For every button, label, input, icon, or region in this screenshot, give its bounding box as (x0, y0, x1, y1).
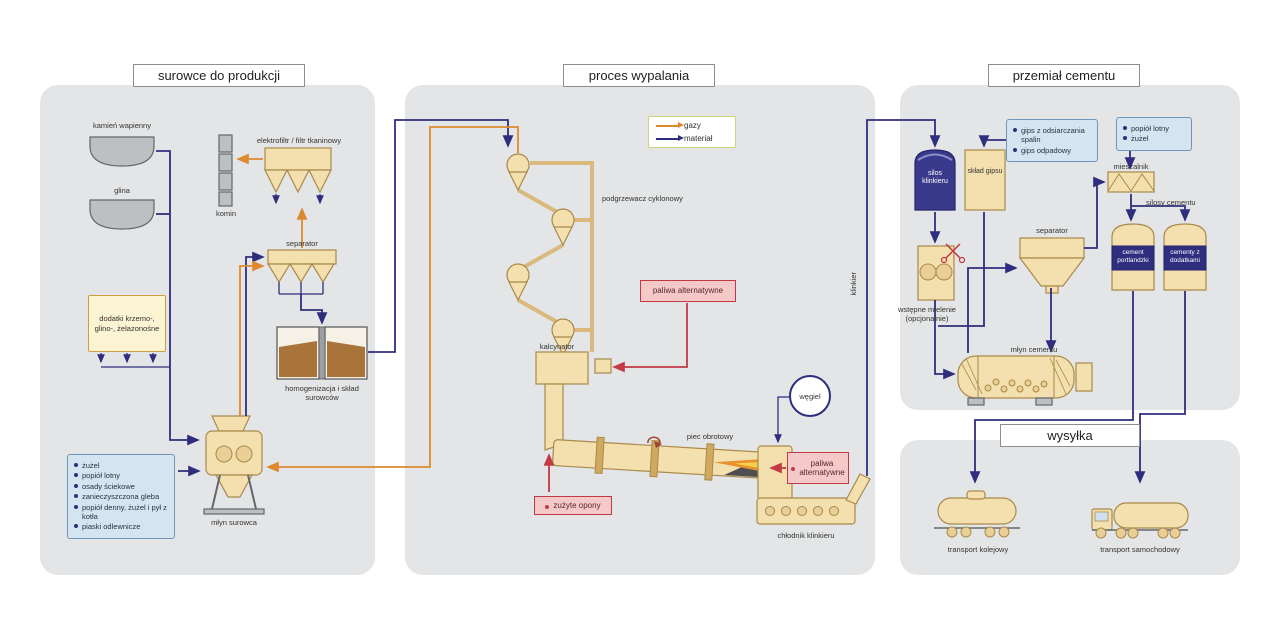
additives-box: dodatki krzemo-, glino-, żelazonośne (88, 295, 166, 352)
clinker-silo-label: silos klinkieru (922, 170, 948, 186)
list-item: popiół lotny (1123, 124, 1185, 133)
used-tires-label: zużyte opony (553, 500, 601, 510)
bullet-icon (74, 463, 78, 467)
cooler-label: chłodnik klinkieru (777, 531, 835, 540)
used-tires-box: zużyte opony (534, 496, 612, 515)
alt-raw-materials-box: żużel popiół lotny osady ściekowe zaniec… (67, 454, 175, 539)
title-raw-materials: surowce do produkcji (133, 64, 305, 87)
bullet-icon (1123, 136, 1127, 141)
list-item: gips z odsiarczania spalin (1013, 126, 1091, 145)
cement-mill-label: młyn cementu (1010, 345, 1058, 354)
list-item-label: popiół denny, żużel i pył z kotła (82, 502, 167, 521)
gypsum-store-label: skład gipsu (967, 168, 1003, 175)
homogenization-label: homogenizacja i skład surowców (285, 384, 359, 402)
pre-grinding-label: wstępne mielenie (opcjonalnie) (898, 305, 956, 323)
silo-portland-label: cement portlandzki (1117, 249, 1149, 264)
alt-fuels-label: paliwa alternatywne (652, 286, 724, 296)
bullet-icon (74, 524, 78, 529)
rail-transport-label: transport kolejowy (947, 545, 1009, 554)
list-item-label: gips z odsiarczania spalin (1021, 126, 1085, 145)
title-firing: proces wypalania (563, 64, 715, 87)
cement-separator-label: separator (1036, 226, 1068, 235)
limestone-label: kamień wapienny (93, 121, 151, 130)
list-item-label: gips odpadowy (1021, 145, 1072, 155)
list-item-label: popiół lotny (82, 471, 120, 481)
bullet-icon (74, 504, 78, 509)
list-item-label: osady ściekowe (82, 481, 135, 491)
clinker-label: klinkier (849, 272, 858, 296)
panel-firing (405, 85, 875, 575)
raw-separator-label: separator (286, 239, 318, 248)
kiln-label: piec obrotowy (686, 432, 734, 441)
cement-silos-label: silosy cementu (1146, 198, 1196, 207)
list-item: zanieczyszczona gleba (74, 492, 168, 501)
list-item-label: piaski odlewnicze (82, 522, 141, 532)
title-shipping: wysyłka (1000, 424, 1140, 447)
bullet-icon (74, 494, 78, 499)
bullet-icon (1013, 128, 1017, 132)
list-item: popiół lotny (74, 471, 168, 480)
legend-gas-row: gazy (656, 121, 728, 130)
mixer-label: mieszalnik (1113, 162, 1149, 171)
bullet-icon (74, 473, 78, 478)
preheater-label: podgrzewacz cyklonowy (602, 194, 683, 203)
list-item-label: żużel (82, 461, 100, 470)
alt-fuels-calciner-box: paliwa alternatywne (640, 280, 736, 302)
raw-mill-label: młyn surowca (211, 518, 257, 527)
list-item-label: zanieczyszczona gleba (82, 492, 160, 502)
bullet-icon (1013, 147, 1017, 152)
bullet-icon (545, 504, 550, 509)
list-item: gips odpadowy (1013, 146, 1091, 155)
list-item: żużel (1123, 134, 1185, 143)
list-item: popiół denny, żużel i pył z kotła (74, 503, 168, 522)
legend-material-row: materiał (656, 134, 728, 143)
list-item-label: popiół lotny (1131, 124, 1169, 133)
material-arrow-icon (656, 135, 684, 141)
road-transport-label: transport samochodowy (1100, 545, 1180, 554)
bullet-icon (1123, 126, 1127, 130)
clay-label: glina (114, 186, 130, 195)
alt-fuels-kiln-box: paliwa alternatywne (787, 452, 849, 484)
silo-blended-label: cementy z dodatkami (1170, 249, 1200, 264)
list-item: piaski odlewnicze (74, 522, 168, 531)
coal-label: węgiel (799, 392, 821, 401)
alt-fuels-label: paliwa alternatywne (799, 458, 845, 477)
gypsum-sources-box: gips z odsiarczania spalin gips odpadowy (1006, 119, 1098, 163)
legend: gazy materiał (648, 116, 736, 148)
legend-material-label: materiał (684, 134, 713, 143)
ash-sources-box: popiół lotny żużel (1116, 117, 1192, 151)
list-item: osady ściekowe (74, 482, 168, 491)
panel-shipping (900, 440, 1240, 575)
chimney-label: komin (215, 209, 236, 218)
bullet-icon (791, 467, 796, 471)
legend-gas-label: gazy (684, 121, 701, 130)
gas-arrow-icon (656, 122, 684, 128)
title-grinding: przemiał cementu (988, 64, 1140, 87)
calciner-label: kalcynator (539, 342, 575, 351)
bullet-icon (74, 483, 78, 488)
electrofilter-label: elektrofiltr / filtr tkaninowy (256, 136, 342, 145)
list-item: żużel (74, 461, 168, 470)
list-item-label: żużel (1131, 134, 1149, 144)
